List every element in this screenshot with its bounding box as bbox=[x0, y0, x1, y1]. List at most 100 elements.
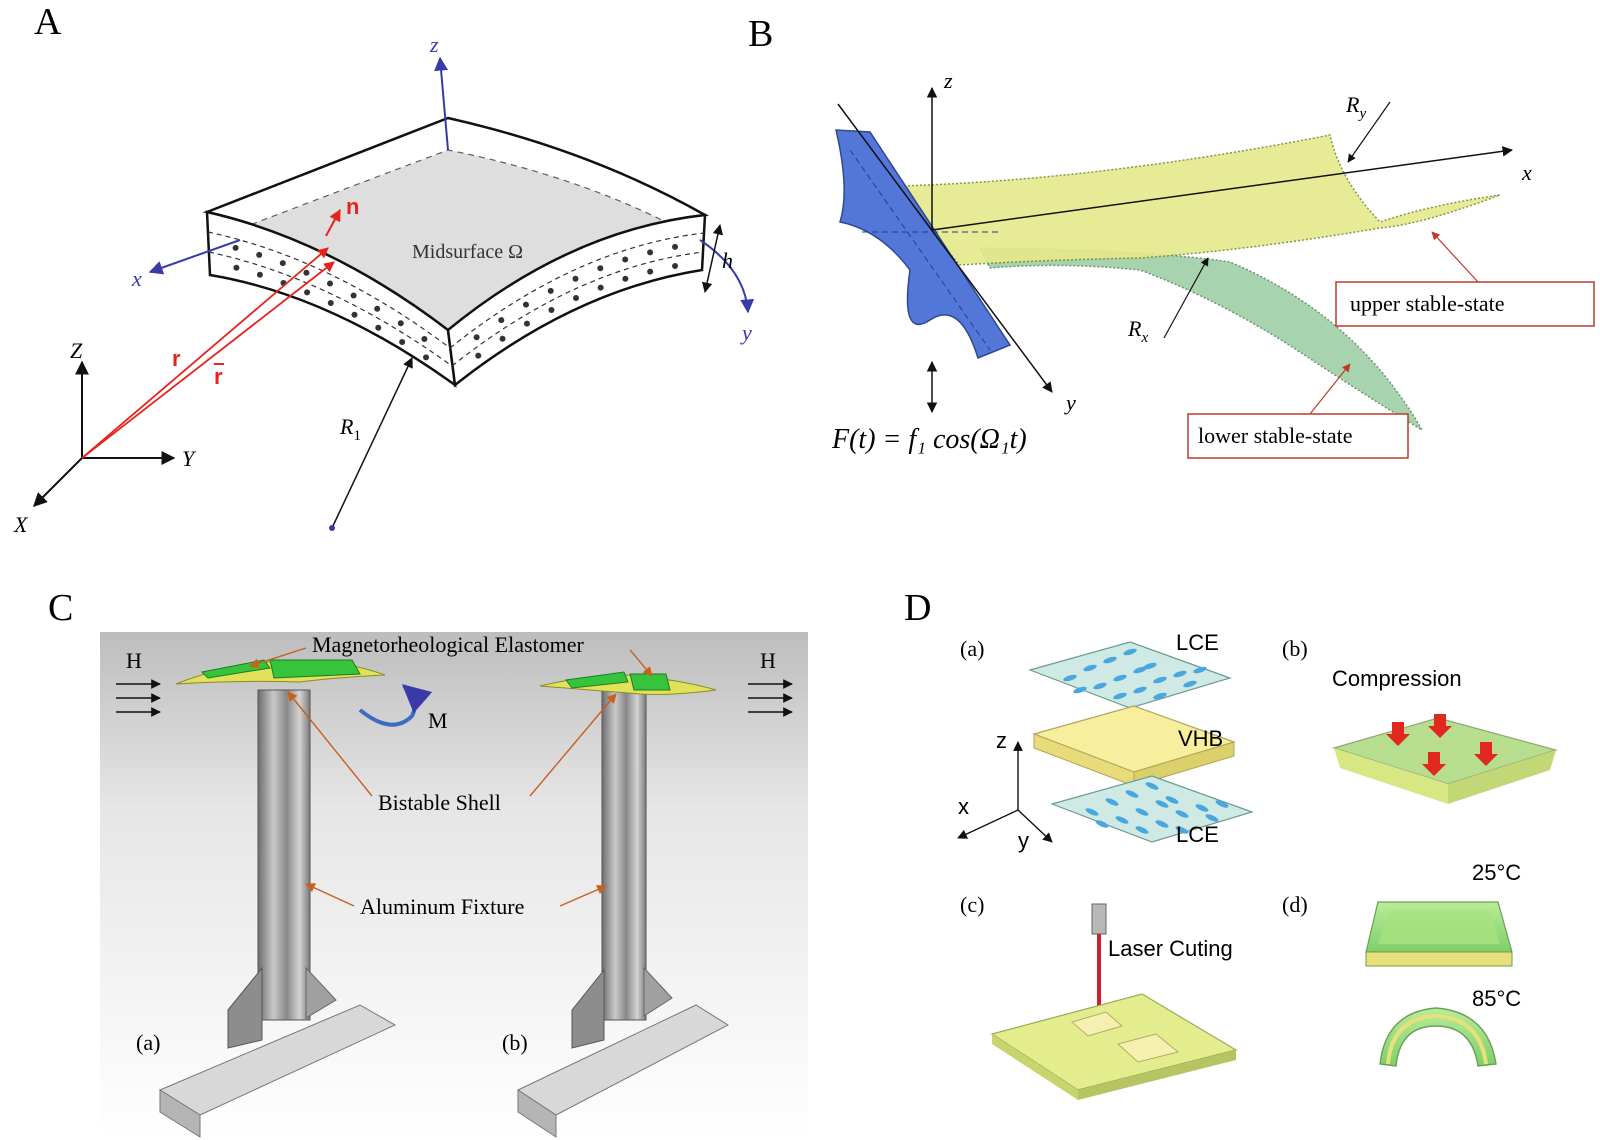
fiber-dot bbox=[522, 301, 529, 308]
axis-Y-global-label: Y bbox=[182, 446, 197, 471]
fiber-dot bbox=[499, 335, 506, 342]
fiber-dot bbox=[375, 324, 382, 331]
moment-arrow bbox=[358, 684, 433, 727]
bracket-b bbox=[571, 968, 605, 1049]
fixture-label: Aluminum Fixture bbox=[360, 894, 524, 919]
lce-molecule bbox=[1113, 674, 1127, 682]
laser-label: Laser Cuting bbox=[1108, 936, 1233, 961]
fixture-pointer-left bbox=[305, 883, 355, 907]
normal-label: n bbox=[346, 194, 359, 219]
bracket-b2 bbox=[643, 966, 673, 1017]
field-right-label: H bbox=[760, 648, 776, 673]
lce-molecule bbox=[1093, 682, 1107, 690]
lce-bottom-molecules bbox=[1085, 782, 1229, 834]
lce-top-layer bbox=[1028, 641, 1232, 709]
lce-bottom-label: LCE bbox=[1176, 822, 1219, 847]
temp-85-label: 85°C bbox=[1472, 986, 1521, 1011]
fiber-dot bbox=[421, 336, 428, 343]
lce-molecule bbox=[1105, 798, 1119, 806]
photo-background bbox=[100, 632, 808, 1137]
b-axis-x-label: x bbox=[1521, 160, 1532, 185]
layer-line-right-2 bbox=[451, 251, 704, 367]
lce-molecule bbox=[1103, 656, 1117, 664]
d-axis-x-label: x bbox=[958, 794, 969, 819]
fiber-dot bbox=[399, 339, 406, 345]
field-left-label: H bbox=[126, 648, 142, 673]
sample-25c-side bbox=[1365, 951, 1513, 967]
compression-stack-side1 bbox=[1334, 748, 1448, 804]
position-vector-rbar bbox=[81, 261, 335, 459]
b-axis-y bbox=[837, 103, 1053, 393]
fiber-dot bbox=[597, 265, 604, 272]
lce-molecule bbox=[1135, 808, 1149, 816]
lower-state-label: lower stable-state bbox=[1198, 423, 1353, 448]
lce-top-label: LCE bbox=[1176, 630, 1219, 655]
temp-25-label: 25°C bbox=[1472, 860, 1521, 885]
d-sub-b: (b) bbox=[1282, 636, 1308, 661]
lce-molecule bbox=[1113, 692, 1127, 700]
mre-patch-b2 bbox=[629, 673, 671, 691]
field-arrows-left bbox=[116, 679, 161, 717]
d-sub-d: (d) bbox=[1282, 892, 1308, 917]
b-axis-x bbox=[931, 146, 1514, 231]
rail-a-front bbox=[159, 1089, 201, 1138]
layer-line-left-2 bbox=[208, 251, 453, 367]
axis-y-local-label: y bbox=[740, 320, 752, 345]
lce-molecule bbox=[1155, 800, 1169, 808]
lce-molecule bbox=[1125, 790, 1139, 798]
lower-state-pointer bbox=[1309, 363, 1351, 415]
bracket-a2 bbox=[305, 966, 337, 1019]
panel-a-letter: A bbox=[34, 1, 62, 43]
lce-molecule bbox=[1153, 676, 1167, 684]
upper-stable-shell bbox=[898, 134, 1501, 266]
fiber-dot bbox=[304, 289, 311, 296]
d-sub-a: (a) bbox=[960, 636, 984, 661]
fiber-dot bbox=[647, 249, 654, 256]
fixture-pointer-right bbox=[559, 885, 607, 907]
mre-pointer-left bbox=[249, 647, 307, 668]
ry-label: Ry bbox=[1345, 92, 1366, 122]
fiber-dot bbox=[279, 260, 286, 267]
lce-molecule bbox=[1095, 820, 1109, 828]
fiber-dot bbox=[423, 354, 430, 361]
fiber-dot bbox=[622, 256, 629, 263]
moment-label: M bbox=[428, 708, 448, 733]
fiber-dot bbox=[498, 317, 505, 324]
vector-rbar-label: r bbox=[214, 364, 223, 389]
pillar-b bbox=[601, 687, 647, 1021]
fiber-dot bbox=[548, 307, 555, 313]
lce-molecule bbox=[1083, 664, 1097, 672]
laser-head bbox=[1091, 903, 1107, 935]
lce-molecule bbox=[1115, 816, 1129, 824]
lce-molecule bbox=[1183, 680, 1197, 688]
laser-sheet-top bbox=[990, 993, 1238, 1091]
position-vector-r bbox=[81, 247, 329, 459]
clamp-dash-1 bbox=[849, 149, 991, 351]
axis-x-local bbox=[148, 239, 241, 275]
fiber-dot bbox=[597, 284, 604, 291]
fixture-a bbox=[158, 659, 397, 1138]
sample-25c-inner bbox=[1378, 910, 1500, 944]
upper-state-label: upper stable-state bbox=[1350, 291, 1505, 316]
d-axis-y bbox=[1017, 809, 1053, 843]
upper-state-pointer bbox=[1431, 231, 1479, 283]
lce-molecule bbox=[1145, 782, 1159, 790]
sample-85c-band bbox=[1386, 1013, 1488, 1065]
lce-molecule bbox=[1165, 796, 1179, 804]
pillar-a bbox=[257, 689, 311, 1021]
fiber-dot bbox=[672, 263, 679, 269]
mre-label: Magnetorheological Elastomer bbox=[312, 632, 585, 657]
mre-patch-b1 bbox=[565, 671, 629, 689]
compression-stack-side2 bbox=[1448, 750, 1556, 804]
fiber-dot bbox=[572, 275, 579, 282]
cut-piece-1 bbox=[1070, 1011, 1124, 1037]
compression-arrows bbox=[1386, 714, 1498, 776]
lce-molecule bbox=[1153, 692, 1167, 700]
bracket-a bbox=[227, 966, 263, 1049]
lce-top-molecules bbox=[1063, 648, 1207, 700]
axis-z-local bbox=[434, 56, 449, 151]
rx-pointer bbox=[1163, 257, 1209, 339]
fiber-dot bbox=[547, 287, 554, 294]
d-axis-z-label: z bbox=[996, 728, 1007, 753]
